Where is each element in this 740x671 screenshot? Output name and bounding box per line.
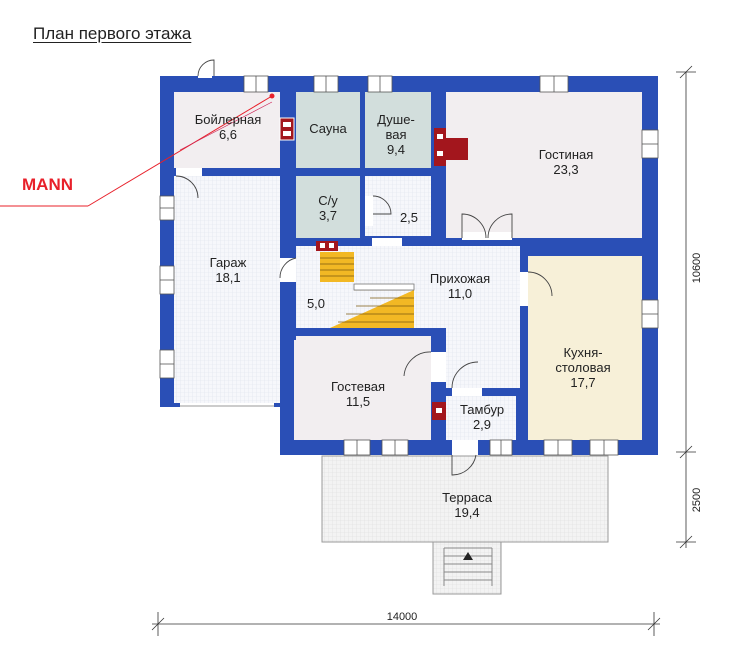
dim-depth-main: 10600 (691, 253, 703, 284)
dim-depth-terrace: 2500 (691, 488, 703, 512)
chimneys (279, 117, 468, 420)
room-stairs-area: 5,0 (307, 296, 325, 311)
plan-title: План первого этажа (33, 24, 192, 43)
dimension-lines (151, 65, 696, 636)
brand-label: MANN (22, 175, 73, 194)
room-living-name: Гостиная (539, 147, 594, 162)
room-sauna-name: Сауна (309, 121, 347, 136)
room-vestibule-name: Тамбур (460, 402, 504, 417)
room-wc-name: С/у (318, 193, 338, 208)
stairs (320, 252, 415, 328)
room-small-hall-area: 2,5 (400, 210, 418, 225)
room-floors (174, 92, 642, 440)
dimension-labels: 14000 10600 2500 (387, 253, 703, 623)
terrace (321, 455, 609, 595)
room-terrace-name: Терраса (442, 490, 493, 505)
room-guest-name: Гостевая (331, 379, 385, 394)
room-kitchen-area: 17,7 (570, 375, 595, 390)
room-guest-area: 11,5 (346, 394, 370, 409)
room-boiler-area: 6,6 (219, 127, 237, 142)
doors (175, 59, 553, 476)
room-hallway-name: Прихожая (430, 271, 490, 286)
room-shower-name2: вая (385, 127, 406, 142)
room-kitchen-name2: столовая (555, 360, 610, 375)
room-garage-name: Гараж (210, 255, 247, 270)
brand-callout: MANN (0, 93, 275, 207)
room-vestibule-area: 2,9 (473, 417, 491, 432)
terrace-steps (443, 547, 493, 586)
room-hallway-area: 11,0 (448, 286, 472, 301)
window-mullions (160, 76, 658, 455)
room-kitchen-name1: Кухня- (563, 345, 602, 360)
room-shower-name1: Душе- (377, 112, 415, 127)
room-living-area: 23,3 (553, 162, 578, 177)
room-boiler-name: Бойлерная (195, 112, 262, 127)
room-garage-area: 18,1 (215, 270, 240, 285)
dim-total-width: 14000 (387, 611, 418, 623)
room-labels: Бойлерная 6,6 Сауна Душе- вая 9,4 Гостин… (195, 112, 611, 520)
room-shower-area: 9,4 (387, 142, 405, 157)
room-terrace-area: 19,4 (454, 505, 479, 520)
room-wc-area: 3,7 (319, 208, 337, 223)
